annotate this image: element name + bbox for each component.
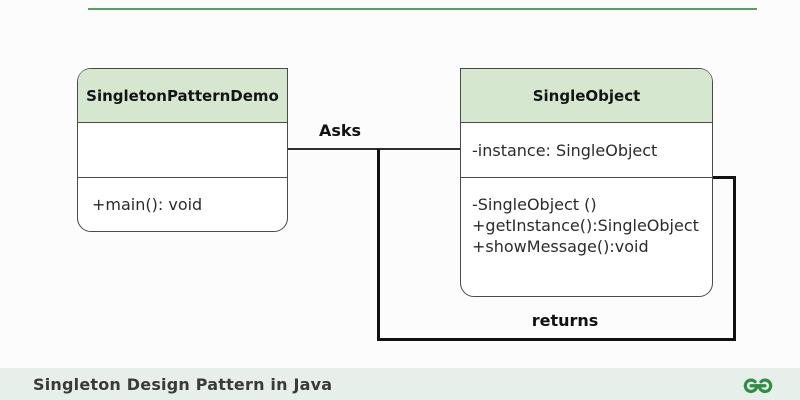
method-showmessage: +showMessage():void: [472, 237, 649, 256]
methods-section: -SingleObject () +getInstance():SingleOb…: [461, 178, 712, 257]
methods-section: +main(): void: [78, 178, 287, 230]
returns-connector-segment: [713, 176, 736, 179]
method-constructor: -SingleObject (): [472, 195, 597, 214]
class-box-singleobject: SingleObject -instance: SingleObject -Si…: [460, 68, 713, 297]
class-title-singleobject: SingleObject: [461, 69, 712, 123]
method-main: +main(): void: [92, 194, 203, 214]
asks-connector-line: [288, 148, 460, 150]
footer-bar: Singleton Design Pattern in Java: [0, 368, 800, 400]
method-getinstance: +getInstance():SingleObject: [472, 216, 699, 235]
returns-connector-segment: [377, 149, 380, 341]
attributes-section-empty: [78, 123, 287, 178]
class-title-singletonpatterndemo: SingletonPatternDemo: [78, 69, 287, 123]
geeksforgeeks-logo-icon: [743, 378, 773, 393]
attributes-section: -instance: SingleObject: [461, 123, 712, 178]
returns-connector-segment: [733, 176, 736, 341]
footer-caption: Singleton Design Pattern in Java: [33, 374, 333, 394]
returns-connector-segment: [377, 338, 736, 341]
class-box-singletonpatterndemo: SingletonPatternDemo +main(): void: [77, 68, 288, 232]
attribute-instance: -instance: SingleObject: [472, 140, 658, 160]
returns-label: returns: [531, 311, 599, 330]
top-accent-line: [88, 8, 757, 10]
asks-label: Asks: [318, 121, 362, 140]
